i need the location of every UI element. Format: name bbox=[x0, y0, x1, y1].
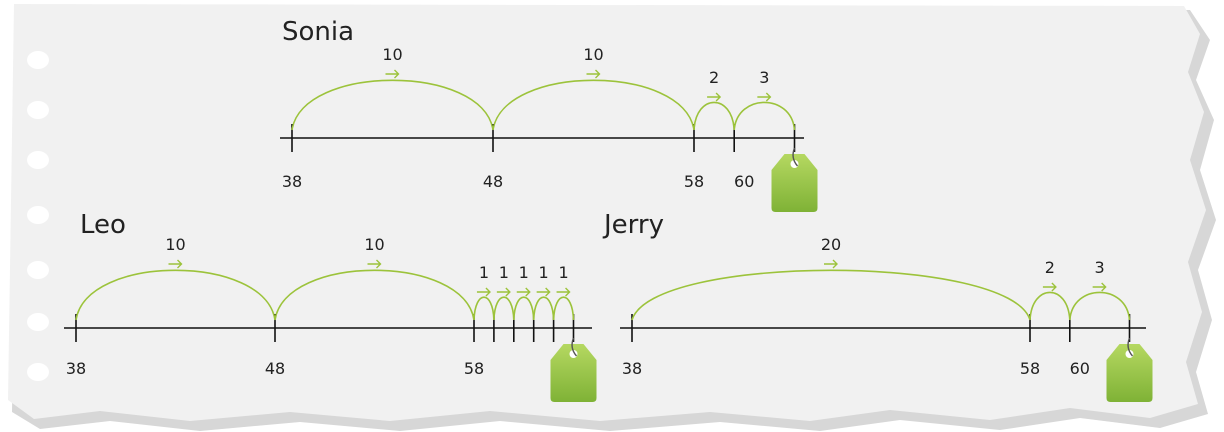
binder-hole bbox=[27, 206, 49, 224]
jump-arc bbox=[492, 79, 695, 131]
number-line-sonia: Sonia 38 48 58 60 10 10 2 3 bbox=[280, 17, 818, 212]
jump-label: 2 bbox=[709, 68, 719, 87]
student-name-sonia: Sonia bbox=[282, 17, 354, 47]
jump-arrow bbox=[476, 287, 491, 297]
jump-arrow bbox=[556, 287, 571, 297]
jump-arrow bbox=[1092, 282, 1107, 292]
jump-arc bbox=[1069, 291, 1131, 321]
jump-label: 3 bbox=[1095, 258, 1105, 277]
jump-arc bbox=[733, 101, 796, 131]
tick-label: 58 bbox=[684, 172, 704, 191]
tick-label: 48 bbox=[265, 359, 285, 378]
tick-label: 60 bbox=[1070, 359, 1090, 378]
jump-arc bbox=[693, 101, 735, 131]
jump-arrow bbox=[516, 287, 531, 297]
jump-arrow bbox=[586, 69, 601, 79]
jump-arrow bbox=[168, 259, 183, 269]
tick-label: 60 bbox=[734, 172, 754, 191]
binder-hole bbox=[27, 151, 49, 169]
jump-arc bbox=[473, 296, 495, 321]
tick-label: 58 bbox=[1020, 359, 1040, 378]
student-name-leo: Leo bbox=[80, 210, 126, 240]
price-tag-icon bbox=[771, 147, 818, 212]
jump-arc bbox=[552, 296, 575, 321]
price-tag-icon bbox=[550, 337, 597, 402]
jump-arrow bbox=[707, 92, 722, 102]
jump-arc bbox=[291, 79, 494, 131]
tick-label: 48 bbox=[483, 172, 503, 191]
jump-arrow bbox=[496, 287, 511, 297]
jump-label: 10 bbox=[382, 45, 402, 64]
tick-label: 38 bbox=[622, 359, 642, 378]
jump-arc bbox=[631, 269, 1031, 321]
jump-arc bbox=[513, 296, 535, 321]
binder-hole bbox=[27, 101, 49, 119]
number-line-jerry: Jerry 38 58 60 20 2 3 bbox=[602, 210, 1153, 402]
price-tag-icon bbox=[1106, 337, 1153, 402]
tick-label: 38 bbox=[282, 172, 302, 191]
jump-arc bbox=[274, 269, 475, 321]
jump-arc bbox=[493, 296, 515, 321]
jump-arc bbox=[1029, 291, 1071, 321]
jump-arrow bbox=[757, 92, 772, 102]
jump-arc bbox=[532, 296, 555, 321]
jump-label: 2 bbox=[1045, 258, 1055, 277]
jump-label: 10 bbox=[583, 45, 603, 64]
student-name-jerry: Jerry bbox=[602, 210, 664, 240]
jump-label: 3 bbox=[759, 68, 769, 87]
jump-label: 1 bbox=[519, 263, 529, 282]
jump-arrow bbox=[385, 69, 400, 79]
jump-label: 20 bbox=[821, 235, 841, 254]
jump-arc bbox=[75, 269, 276, 321]
binder-hole bbox=[27, 363, 49, 381]
binder-hole bbox=[27, 261, 49, 279]
jump-label: 1 bbox=[499, 263, 509, 282]
jump-label: 10 bbox=[165, 235, 185, 254]
jump-arrow bbox=[367, 259, 382, 269]
paper-sheet bbox=[8, 4, 1206, 421]
jump-arrow bbox=[824, 259, 838, 269]
binder-hole bbox=[27, 313, 49, 331]
jump-label: 1 bbox=[539, 263, 549, 282]
tick-label: 58 bbox=[464, 359, 484, 378]
jump-label: 1 bbox=[479, 263, 489, 282]
binder-hole bbox=[27, 51, 49, 69]
jump-arrow bbox=[536, 287, 551, 297]
jump-label: 10 bbox=[364, 235, 384, 254]
tick-label: 38 bbox=[66, 359, 86, 378]
jump-label: 1 bbox=[558, 263, 568, 282]
jump-arrow bbox=[1042, 282, 1057, 292]
